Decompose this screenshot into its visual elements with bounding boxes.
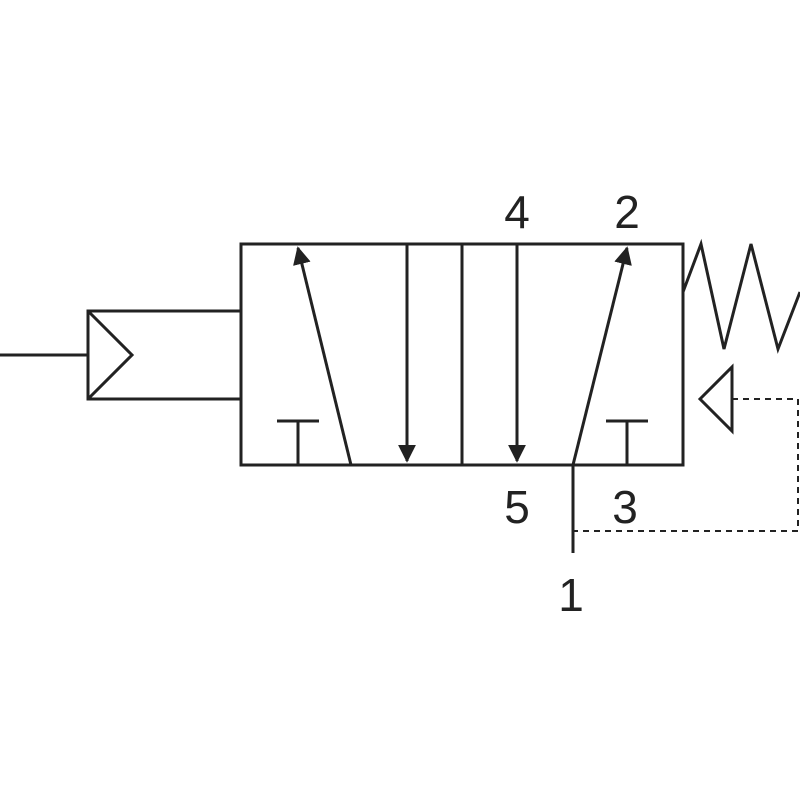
port-label-2: 2 — [614, 186, 640, 238]
pilot-return-triangle — [697, 363, 734, 435]
port-label-3: 3 — [612, 481, 638, 533]
pilot-dashed-line — [573, 398, 799, 532]
flow-arrow-right-diagonal — [571, 246, 632, 466]
port-label-1: 1 — [558, 569, 584, 621]
pilot-actuator-box — [86, 309, 243, 401]
pilot-actuator-triangle — [86, 309, 135, 401]
return-spring — [681, 238, 800, 354]
port-label-5: 5 — [504, 481, 530, 533]
flow-arrow-left-diagonal — [293, 246, 353, 466]
blocked-port-right — [606, 419, 648, 465]
blocked-port-left — [277, 419, 319, 465]
port-label-4: 4 — [504, 186, 530, 238]
